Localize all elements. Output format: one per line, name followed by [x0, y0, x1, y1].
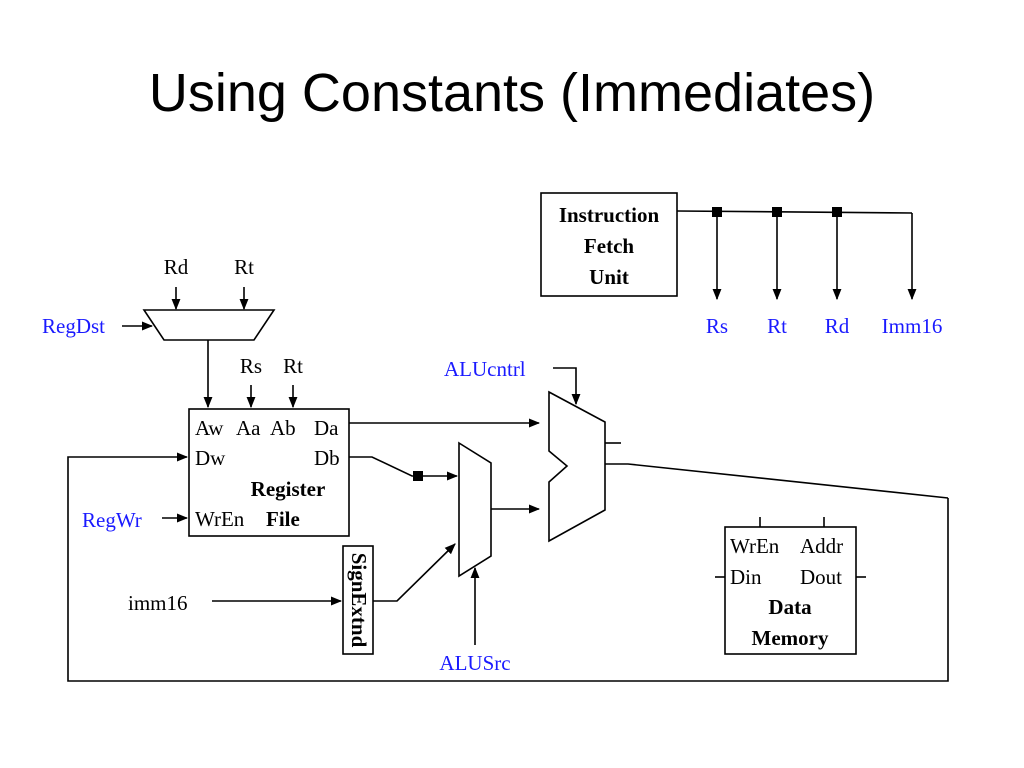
field-imm16-label: Imm16	[882, 314, 943, 338]
regfile-port-dw: Dw	[195, 446, 226, 470]
field-rd-label: Rd	[825, 314, 850, 338]
regfile-port-wren: WrEn	[195, 507, 245, 531]
alucntrl-control-label: ALUcntrl	[444, 357, 526, 381]
regdst-mux: Rd Rt RegDst	[42, 255, 276, 409]
fetch-unit-label-line3: Unit	[589, 265, 629, 289]
datamem-port-wren: WrEn	[730, 534, 780, 558]
datamem-name-line2: Memory	[752, 626, 829, 650]
field-rt-label: Rt	[767, 314, 787, 338]
bus-junction-dot	[413, 471, 423, 481]
field-rs-label: Rs	[706, 314, 728, 338]
regfile-port-db: Db	[314, 446, 340, 470]
writeback-wire	[67, 452, 949, 682]
regfile-name-line2: File	[266, 507, 300, 531]
datamem-port-dout: Dout	[800, 565, 842, 589]
datamem-port-din: Din	[730, 565, 762, 589]
alu: ALUcntrl	[444, 357, 949, 543]
regdst-input-rd-label: Rd	[164, 255, 189, 279]
alusrc-mux: ALUSrc	[439, 441, 541, 675]
imm16-input-label: imm16	[128, 591, 188, 615]
regfile-port-aw: Aw	[195, 416, 224, 440]
register-outputs	[349, 418, 541, 481]
alusrc-control-label: ALUSrc	[439, 651, 510, 675]
fetch-unit-label-line1: Instruction	[559, 203, 660, 227]
fetch-unit-label-line2: Fetch	[584, 234, 634, 258]
regfile-port-da: Da	[314, 416, 339, 440]
regfile-port-aa: Aa	[236, 416, 261, 440]
regdst-control-label: RegDst	[42, 314, 105, 338]
register-file: Aw Aa Ab Da Dw Db Register WrEn File Rs …	[82, 354, 350, 537]
bus-junction-dot	[832, 207, 842, 217]
datamem-port-addr: Addr	[800, 534, 843, 558]
sign-extend-label: SignExtnd	[347, 553, 371, 648]
regfile-input-rt-label: Rt	[283, 354, 303, 378]
regfile-port-ab: Ab	[270, 416, 296, 440]
regfile-input-rs-label: Rs	[240, 354, 262, 378]
regfile-name-line1: Register	[251, 477, 326, 501]
instruction-fetch-unit: Instruction Fetch Unit	[540, 192, 678, 297]
data-memory: WrEn Addr Din Dout Data Memory	[715, 517, 866, 655]
regwr-control-label: RegWr	[82, 508, 142, 532]
datamem-name-line1: Data	[768, 595, 812, 619]
instruction-bus: Rs Rt Rd Imm16	[676, 207, 943, 338]
regdst-input-rt-label: Rt	[234, 255, 254, 279]
sign-extend-unit: SignExtnd imm16	[128, 543, 456, 655]
bus-junction-dot	[772, 207, 782, 217]
slide-title: Using Constants (Immediates)	[148, 63, 876, 123]
bus-junction-dot	[712, 207, 722, 217]
